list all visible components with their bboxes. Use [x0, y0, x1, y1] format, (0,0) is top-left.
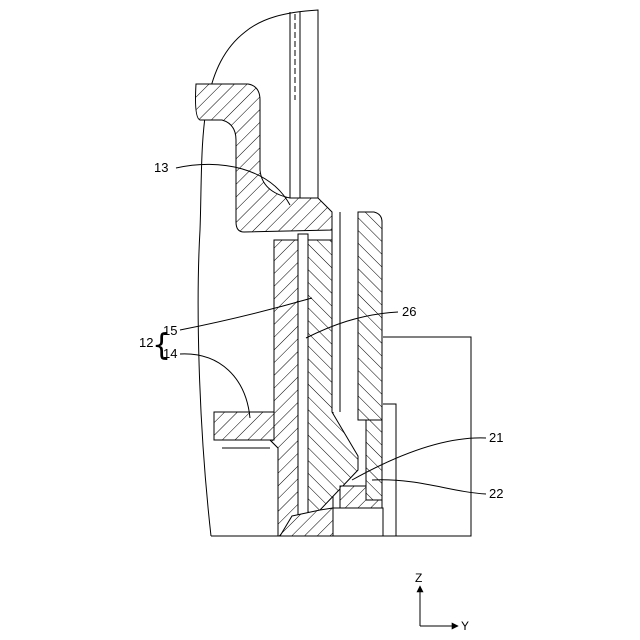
ref-26: 26: [402, 304, 416, 319]
member-22: [366, 420, 382, 500]
y-axis-label: Y: [461, 619, 469, 633]
ref-13: 13: [154, 160, 168, 175]
leader-22: [372, 480, 486, 494]
member-15-right: [308, 240, 358, 516]
ref-21: 21: [489, 430, 503, 445]
z-axis-label: Z: [415, 571, 422, 585]
leader-14: [180, 354, 250, 418]
axis-indicator: [420, 586, 458, 626]
ref-22: 22: [489, 486, 503, 501]
inner-right-wall: [332, 212, 340, 412]
ref-14: 14: [163, 346, 177, 361]
member-15-left: [270, 240, 298, 536]
top-tube: [290, 12, 318, 202]
member-13: [196, 84, 333, 232]
right-step: [383, 404, 396, 536]
shaft-26: [298, 234, 308, 516]
